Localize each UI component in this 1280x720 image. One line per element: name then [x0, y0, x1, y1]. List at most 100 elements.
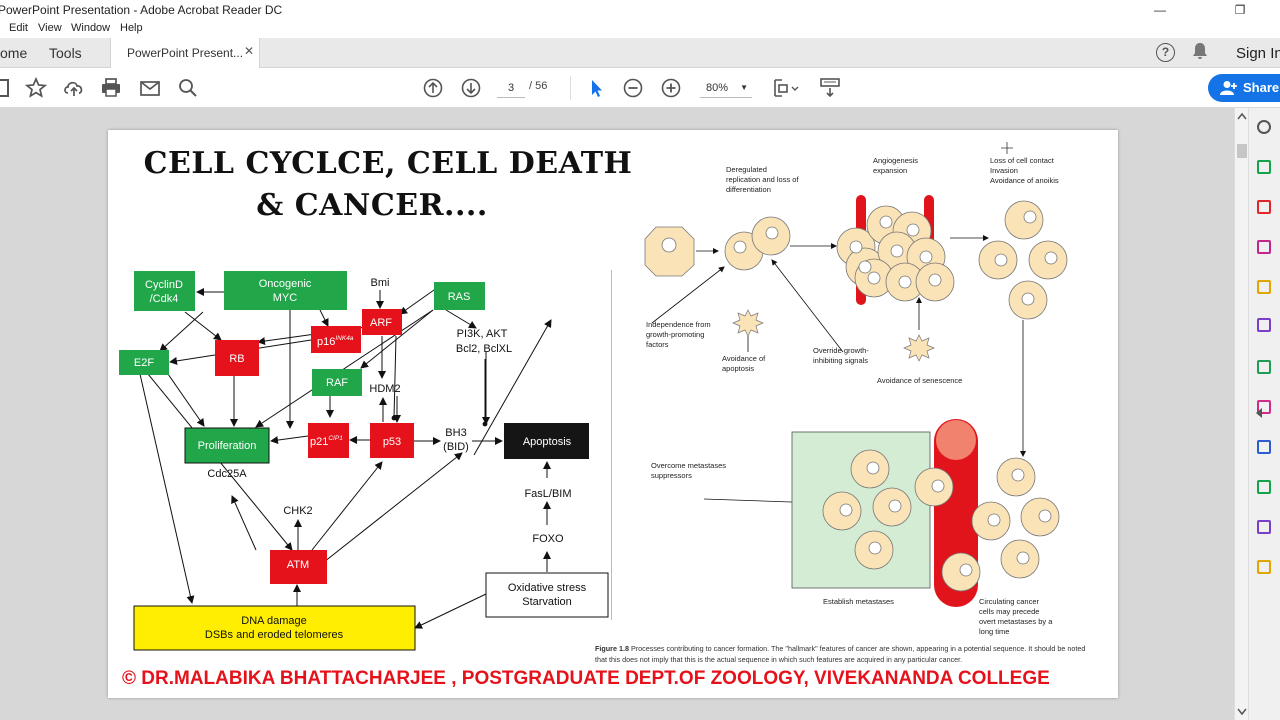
tool-icon[interactable]: [1257, 120, 1271, 134]
scroll-mode-icon[interactable]: [818, 76, 842, 100]
tool-icon[interactable]: [1257, 400, 1271, 414]
avoid-senescence-label: Avoidance of senescence: [877, 376, 962, 385]
establish-label: Establish metastases: [823, 597, 894, 606]
deregulated-label-3: differentiation: [726, 185, 771, 194]
loss-contact-label-2: Invasion: [990, 166, 1018, 175]
zoom-level-select[interactable]: 80%▼: [700, 78, 752, 98]
vertical-scrollbar[interactable]: [1234, 108, 1248, 720]
p53-label: p53: [383, 436, 401, 448]
deregulated-label-1: Deregulated: [726, 165, 767, 174]
search-icon[interactable]: [176, 76, 200, 100]
minimize-button[interactable]: —: [1154, 3, 1166, 17]
apoptosis-label: Apoptosis: [523, 436, 572, 448]
atm-label: ATM: [287, 559, 309, 571]
sign-in-link[interactable]: Sign In: [1236, 45, 1280, 62]
oxidative-stress-label: Oxidative stress: [508, 582, 587, 594]
menu-edit[interactable]: Edit: [9, 22, 28, 34]
circulating-label-1: Circulating cancer: [979, 597, 1040, 606]
tool-icon[interactable]: [1257, 360, 1271, 374]
tab-home[interactable]: ome: [0, 45, 28, 61]
proliferation-box: [184, 427, 270, 464]
rb-label: RB: [229, 353, 244, 365]
tool-icon[interactable]: [1257, 318, 1271, 332]
menu-window[interactable]: Window: [71, 22, 111, 34]
tool-icon[interactable]: [1257, 240, 1271, 254]
figure-caption-line-1: Figure 1.8 Processes contributing to can…: [595, 644, 1086, 653]
arf-box: [362, 309, 402, 335]
tool-icon[interactable]: [1257, 560, 1271, 574]
cyclind-label: CyclinD: [145, 279, 183, 291]
circulating-label-2: cells may precede: [979, 607, 1039, 616]
page-number-input[interactable]: 3: [497, 78, 525, 98]
cancer-hallmarks-figure: Deregulated replication and loss of diff…: [644, 142, 1068, 636]
proliferation-label: Proliferation: [198, 440, 257, 452]
loss-contact-label-3: Avoidance of anoikis: [990, 176, 1059, 185]
collapse-pane-icon[interactable]: [1255, 407, 1263, 419]
cdk4-label: /Cdk4: [150, 293, 179, 305]
p21-label: p21CIP1: [310, 435, 343, 448]
tool-icon[interactable]: [1257, 440, 1271, 454]
save-icon[interactable]: [0, 76, 14, 100]
e2f-label: E2F: [134, 357, 154, 369]
bcl2-label: Bcl2, BclXL: [456, 343, 512, 355]
help-icon[interactable]: ?: [1156, 43, 1175, 62]
hdm2-label: HDM2: [369, 383, 400, 395]
pathway-diagram: CyclinD /Cdk4 Oncogenic MYC RAS ARF E2F …: [119, 271, 609, 651]
print-icon[interactable]: [99, 76, 123, 100]
close-tab-icon[interactable]: ✕: [244, 44, 255, 58]
tool-icon[interactable]: [1257, 480, 1271, 494]
cdc25a-label: Cdc25A: [207, 468, 247, 480]
override-label-1: Override growth-: [813, 346, 869, 355]
myc-label: MYC: [273, 292, 298, 304]
tool-icon[interactable]: [1257, 520, 1271, 534]
raf-label: RAF: [326, 377, 348, 389]
share-button[interactable]: Share: [1208, 74, 1280, 102]
crosshair-cursor-icon: [1001, 142, 1013, 154]
scroll-up-icon[interactable]: [1237, 112, 1247, 120]
right-tools-pane: [1248, 108, 1280, 720]
cyclind-cdk4-box: [134, 271, 195, 311]
document-tab-label: PowerPoint Present...: [127, 46, 244, 60]
angiogenesis-label-2: expansion: [873, 166, 907, 175]
star-icon[interactable]: [24, 76, 48, 100]
rb-box: [215, 340, 259, 376]
angiogenesis-label-1: Angiogenesis: [873, 156, 918, 165]
vessel-opening: [936, 420, 976, 460]
overcome-label-1: Overcome metastases: [651, 461, 726, 470]
tool-icon[interactable]: [1257, 200, 1271, 214]
avoid-apoptosis-label-1: Avoidance of: [722, 354, 766, 363]
menu-help[interactable]: Help: [120, 22, 143, 34]
arf-label: ARF: [370, 317, 392, 329]
notifications-bell-icon[interactable]: [1192, 42, 1208, 65]
page-up-icon[interactable]: [421, 76, 445, 100]
chk2-label: CHK2: [283, 505, 312, 517]
figure-caption-line-2: that this does not imply that this is th…: [595, 655, 963, 664]
ras-box: [434, 282, 485, 310]
deregulated-label-2: replication and loss of: [726, 175, 799, 184]
menu-view[interactable]: View: [38, 22, 62, 34]
zoom-in-icon[interactable]: [659, 76, 683, 100]
tool-icon[interactable]: [1257, 280, 1271, 294]
overcome-label-2: suppressors: [651, 471, 692, 480]
zoom-out-icon[interactable]: [621, 76, 645, 100]
bmi-label: Bmi: [371, 277, 390, 289]
select-cursor-icon[interactable]: [584, 76, 608, 100]
upload-icon[interactable]: [62, 76, 86, 100]
scrollbar-thumb[interactable]: [1237, 144, 1247, 158]
add-user-icon: [1220, 81, 1237, 95]
fit-page-icon[interactable]: [770, 76, 800, 100]
scroll-down-icon[interactable]: [1237, 708, 1247, 716]
tab-tools[interactable]: Tools: [49, 45, 82, 61]
pdf-page: CELL CYCLCE, CELL DEATH & CANCER....: [108, 130, 1118, 698]
avoid-apoptosis-label-2: apoptosis: [722, 364, 754, 373]
oxidative-stress-box: [485, 572, 609, 618]
independence-label-3: factors: [646, 340, 669, 349]
starvation-label: Starvation: [522, 596, 572, 608]
tab-document[interactable]: PowerPoint Present... ✕: [110, 38, 260, 68]
mail-icon[interactable]: [138, 76, 162, 100]
restore-button[interactable]: ❐: [1234, 3, 1246, 17]
tab-row: ome Tools PowerPoint Present... ✕ ? Sign…: [0, 38, 1280, 68]
page-down-icon[interactable]: [459, 76, 483, 100]
zoom-level-value: 80%: [706, 82, 729, 94]
tool-icon[interactable]: [1257, 160, 1271, 174]
